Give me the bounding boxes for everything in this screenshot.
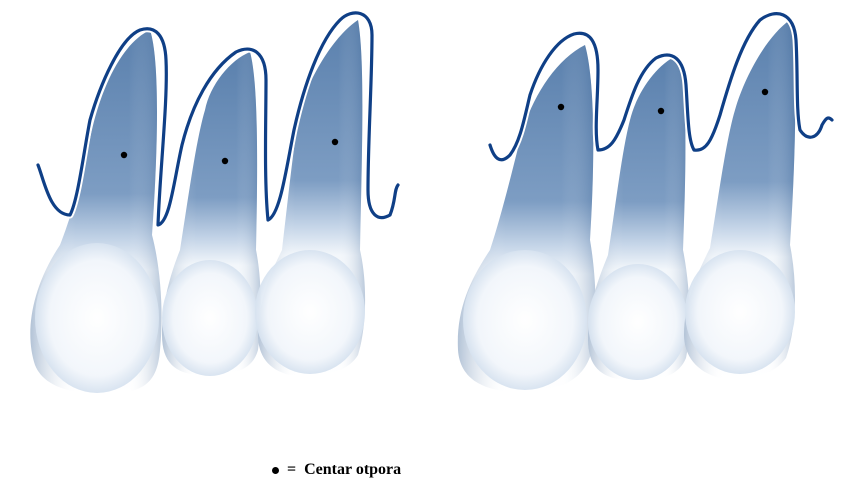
center-of-resistance-dot [658,108,664,114]
tooth-left-1 [30,30,161,394]
center-of-resistance-dot [332,139,338,145]
tooth-right-2 [588,55,690,380]
legend: = Centar otpora [272,461,401,479]
legend-equals: = [287,461,296,479]
tooth-right-3 [684,20,795,379]
tooth-left-2 [162,52,261,376]
legend-label: Centar otpora [304,461,401,479]
center-of-resistance-dot [558,104,564,110]
center-of-resistance-dot [121,152,127,158]
center-of-resistance-dot [762,89,768,95]
panel-right [458,14,832,392]
panel-left [30,13,398,394]
center-of-resistance-dot [222,158,228,164]
legend-dot-icon [272,467,279,474]
